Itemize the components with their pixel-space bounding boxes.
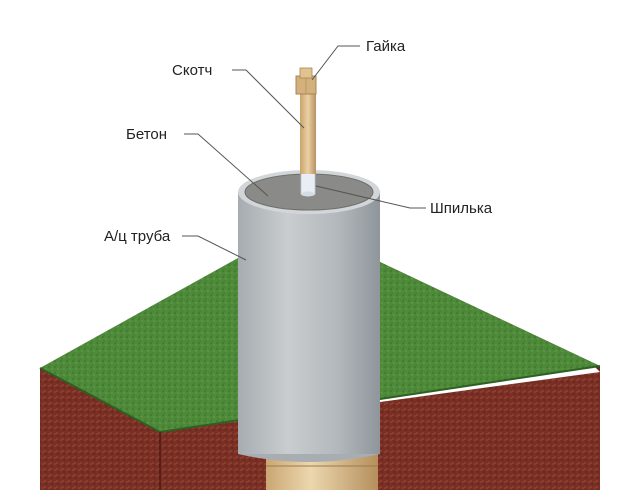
label-concrete: Бетон [126,126,167,143]
pipe-body [238,192,380,454]
leader-concrete [184,133,269,197]
label-pipe: А/ц труба [104,228,171,245]
leader-lines [182,45,426,261]
label-stud: Шпилька [430,200,493,217]
leader-tape [232,69,305,129]
stud-exposed [300,171,316,195]
pipe-assembly [238,67,380,490]
label-nut: Гайка [366,38,406,55]
soil-left-face [40,368,160,490]
stud-tip [299,67,313,79]
leader-nut [311,45,360,81]
leader-stud [315,185,426,209]
leader-pipe [182,235,247,261]
label-tape: Скотч [172,62,212,79]
tape-wrap [300,92,316,174]
